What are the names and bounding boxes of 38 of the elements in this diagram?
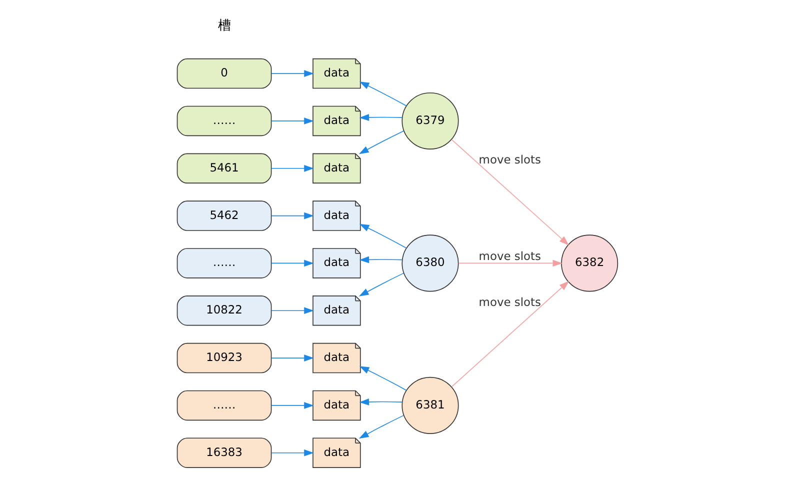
arrow [270, 354, 314, 362]
arrow [450, 139, 569, 246]
node-box: …… [176, 106, 272, 136]
node-box: …… [176, 390, 272, 421]
arrow [270, 212, 314, 220]
node-circle: 6382 [560, 234, 618, 292]
arrow [270, 118, 314, 124]
arrow [358, 272, 404, 296]
node-box: 5462 [176, 200, 272, 231]
arrow [358, 82, 406, 106]
arrow [270, 402, 314, 409]
arrow [270, 260, 314, 267]
node-circle: 6381 [401, 376, 458, 434]
node-box: 16383 [176, 438, 272, 468]
node-box: 5461 [176, 153, 272, 184]
node-box: 10923 [176, 342, 272, 374]
arrow [358, 415, 404, 439]
node-box: 0 [176, 58, 272, 89]
arrow [270, 449, 314, 456]
node-box: 10822 [176, 296, 272, 326]
arrow [270, 164, 314, 172]
node-box: …… [176, 248, 272, 278]
arrow [358, 224, 406, 249]
arrow [358, 366, 406, 391]
label: 槽 [217, 18, 230, 34]
arrow [270, 70, 314, 77]
arrow [270, 307, 314, 314]
node-circle: 6379 [401, 92, 458, 150]
arrow [358, 130, 404, 154]
arrow [458, 260, 562, 267]
arrow [358, 398, 402, 406]
edge-label: move slots [478, 294, 540, 309]
edge-label: move slots [478, 152, 540, 167]
arrow [358, 256, 402, 264]
node-circle: 6380 [401, 234, 458, 292]
arrow [450, 280, 569, 388]
arrow [358, 114, 402, 121]
edge-label: move slots [478, 249, 540, 264]
